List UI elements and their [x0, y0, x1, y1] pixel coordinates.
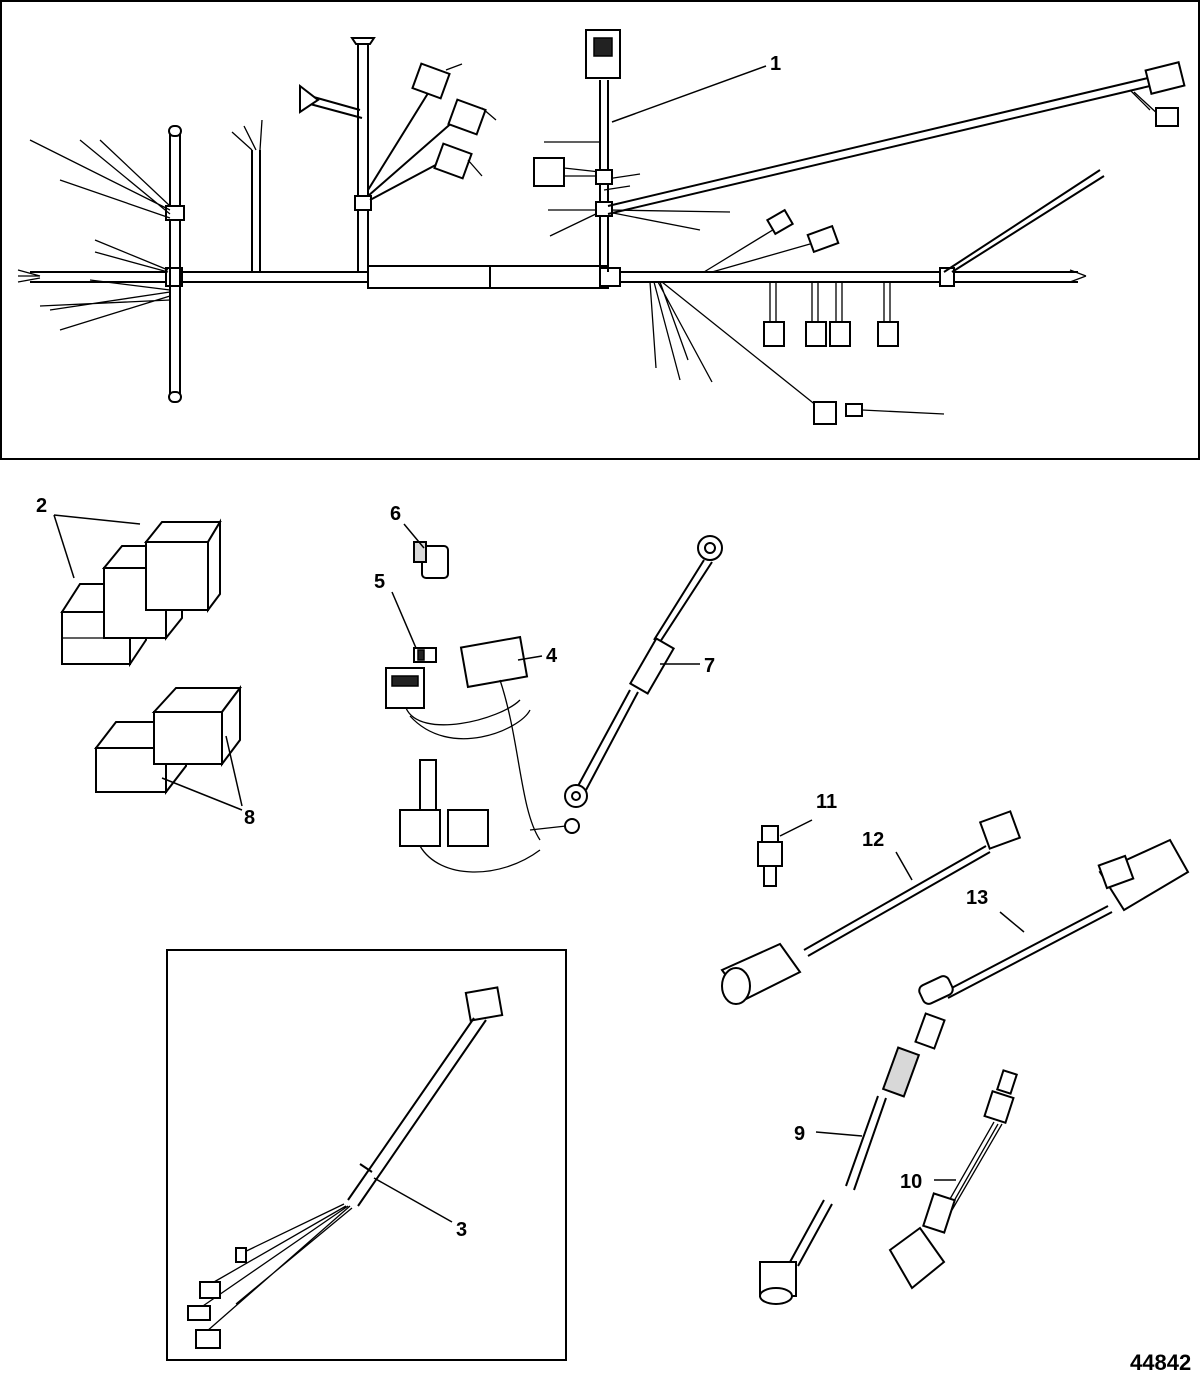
- fuse: 5: [374, 571, 437, 663]
- center-left-branch: [299, 37, 497, 272]
- leader-6: [403, 523, 425, 549]
- callout-11: 11: [816, 791, 837, 813]
- leader-5: [391, 591, 417, 649]
- relay-3: [143, 518, 222, 613]
- callout-5: 5: [374, 571, 385, 593]
- callout-2: 2: [36, 495, 47, 517]
- leader-4: [517, 655, 543, 661]
- oxygen-sensor: 9: [759, 1012, 946, 1305]
- top-panel-frame: [0, 0, 1200, 460]
- leader-12: [895, 851, 913, 881]
- pigtail-harness-panel: 3: [166, 949, 567, 1361]
- relay-8b: [151, 685, 242, 767]
- fuse-relay-harness: 4: [385, 635, 580, 873]
- leader-8a: [161, 777, 243, 811]
- leader-8b: [225, 735, 243, 807]
- callout-6: 6: [390, 503, 401, 525]
- leader-2b: [53, 514, 141, 525]
- callout-1: 1: [770, 53, 781, 75]
- lower-wire-fan: [649, 281, 945, 425]
- callout-4: 4: [546, 645, 558, 667]
- right-diagonal-branch: [607, 61, 1186, 215]
- sensor-harness-13: 13: [918, 838, 1190, 1005]
- leader-13: [999, 911, 1025, 933]
- pressure-sensor: 11: [757, 791, 837, 887]
- battery-cable: 7: [564, 535, 723, 808]
- main-harness-trunk: [17, 265, 1087, 289]
- callout-10: 10: [900, 1171, 922, 1193]
- leader-2a: [53, 514, 75, 579]
- pigtail-frame: [166, 949, 567, 1361]
- relay-set: 2: [36, 495, 222, 668]
- callout-3: 3: [456, 1219, 467, 1241]
- right-lower-branches: [703, 169, 1105, 347]
- leader-3: [373, 1177, 453, 1223]
- figure-id: 44842: [1130, 1350, 1191, 1375]
- center-vertical-branch: [533, 29, 731, 272]
- callout-8: 8: [244, 807, 255, 829]
- small-vertical-stub: [231, 119, 263, 272]
- sensor-harness-12: 12: [720, 810, 1022, 1005]
- main-harness-panel: 1: [0, 0, 1200, 460]
- callout-12: 12: [862, 829, 884, 851]
- temperature-sensor-harness: 10: [888, 1069, 1019, 1290]
- leader-9: [815, 1131, 863, 1137]
- callout-9: 9: [794, 1123, 805, 1145]
- leader-11: [779, 819, 813, 837]
- leader-1: [611, 65, 767, 123]
- callout-13: 13: [966, 887, 988, 909]
- relay-pair: 8: [93, 685, 255, 829]
- fuse-holder: 6: [390, 503, 449, 579]
- callout-7: 7: [704, 655, 715, 677]
- left-vertical-branch: [29, 125, 185, 403]
